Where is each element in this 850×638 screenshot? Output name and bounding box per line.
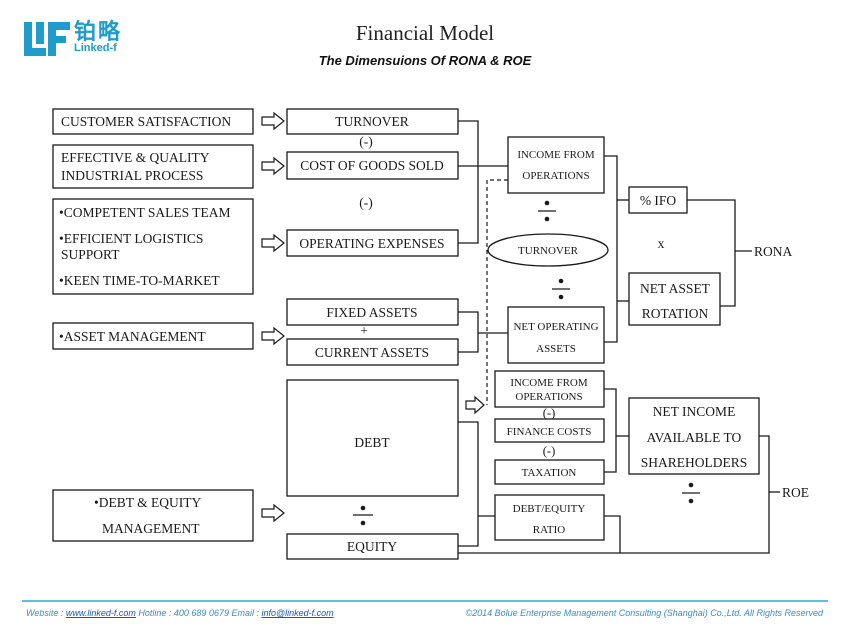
- minus-sign-3: (-): [543, 406, 556, 420]
- ifo2-line1: INCOME FROM: [510, 377, 588, 389]
- driver-asset-management: •ASSET MANAGEMENT: [52, 322, 254, 350]
- turnover-oval-label: TURNOVER: [518, 245, 579, 257]
- minus-sign-2: (-): [359, 195, 373, 210]
- linked-f-logo-icon: [24, 22, 70, 56]
- arrow-icon: [465, 395, 485, 415]
- component-fixed-assets: FIXED ASSETS: [286, 298, 459, 326]
- component-cogs: COST OF GOODS SOLD: [286, 151, 459, 180]
- driver-customer-satisfaction-label: CUSTOMER SATISFACTION: [61, 114, 231, 129]
- driver-debt-equity-line2: MANAGEMENT: [102, 521, 200, 536]
- driver-logistics-line2: SUPPORT: [61, 247, 120, 262]
- component-equity: EQUITY: [286, 533, 459, 560]
- divide-icon: [353, 505, 373, 526]
- logo-chinese-text: 铂略: [74, 20, 123, 45]
- arrow-icon: [261, 112, 285, 130]
- ifo-line2: OPERATIONS: [522, 170, 589, 182]
- taxation-label: TAXATION: [522, 467, 577, 479]
- footer-copyright: ©2014 Bolue Enterprise Management Consul…: [465, 608, 824, 618]
- noa-line2: ASSETS: [536, 343, 576, 355]
- footer-hotline: Hotline : 400 689 0679 Email :: [135, 608, 262, 618]
- finance-costs-label: FINANCE COSTS: [507, 426, 592, 438]
- roe-label: ROE: [782, 485, 809, 500]
- rona-label: RONA: [754, 244, 793, 259]
- middle-income-from-operations: INCOME FROM OPERATIONS: [507, 136, 605, 194]
- footer-divider: [22, 600, 828, 602]
- component-equity-label: EQUITY: [347, 539, 397, 554]
- times-sign: x: [658, 236, 665, 251]
- component-fixed-assets-label: FIXED ASSETS: [326, 305, 417, 320]
- footer-website-link[interactable]: www.linked-f.com: [65, 608, 136, 618]
- component-current-assets-label: CURRENT ASSETS: [315, 345, 429, 360]
- middle-debt-equity-ratio: DEBT/EQUITY RATIO: [494, 494, 605, 541]
- middle-net-operating-assets: NET OPERATING ASSETS: [507, 306, 605, 364]
- arrow-icon: [261, 157, 285, 175]
- de-ratio-line1: DEBT/EQUITY: [513, 503, 586, 515]
- page-title: Financial Model: [355, 21, 495, 45]
- component-current-assets: CURRENT ASSETS: [286, 338, 459, 366]
- driver-sales-team: •COMPETENT SALES TEAM: [59, 205, 231, 220]
- right-net-asset-rotation: NET ASSET ROTATION: [628, 272, 721, 326]
- middle-taxation: TAXATION: [494, 459, 605, 485]
- page-subtitle: The Dimensuions Of RONA & ROE: [318, 53, 532, 68]
- de-ratio-line2: RATIO: [533, 524, 565, 536]
- driver-effective-line1: EFFECTIVE & QUALITY: [61, 150, 210, 165]
- footer-contact: Website : www.linked-f.com Hotline : 400…: [26, 608, 334, 618]
- footer-email-link[interactable]: info@linked-f.com: [261, 608, 334, 618]
- component-opex-label: OPERATING EXPENSES: [299, 236, 444, 251]
- minus-sign-1: (-): [359, 134, 373, 149]
- arrow-icon: [261, 234, 285, 252]
- noa-line1: NET OPERATING: [513, 321, 598, 333]
- ni-line1: NET INCOME: [653, 404, 736, 419]
- minus-sign-4: (-): [543, 444, 556, 458]
- component-turnover-label: TURNOVER: [335, 114, 409, 129]
- right-net-income-shareholders: NET INCOME AVAILABLE TO SHAREHOLDERS: [628, 397, 760, 475]
- driver-debt-equity-line1: •DEBT & EQUITY: [94, 495, 201, 510]
- driver-sales-logistics: •COMPETENT SALES TEAM •EFFICIENT LOGISTI…: [52, 198, 254, 295]
- divide-icon: [538, 200, 556, 222]
- driver-time-to-market: •KEEN TIME-TO-MARKET: [59, 273, 220, 288]
- divide-icon: [552, 278, 570, 300]
- divide-icon: [682, 482, 700, 504]
- component-debt: DEBT: [286, 379, 459, 497]
- component-cogs-label: COST OF GOODS SOLD: [300, 158, 444, 173]
- driver-asset-management-label: •ASSET MANAGEMENT: [59, 329, 206, 344]
- arrow-icon: [261, 327, 285, 345]
- nar-line1: NET ASSET: [640, 281, 711, 296]
- driver-logistics-line1: •EFFICIENT LOGISTICS: [59, 231, 203, 246]
- ifo2-line2: OPERATIONS: [515, 391, 582, 403]
- driver-effective-line2: INDUSTRIAL PROCESS: [61, 168, 203, 183]
- ni-line3: SHAREHOLDERS: [641, 455, 748, 470]
- component-debt-label: DEBT: [354, 435, 390, 450]
- driver-debt-equity: •DEBT & EQUITY MANAGEMENT: [52, 489, 254, 542]
- nar-line2: ROTATION: [642, 306, 709, 321]
- driver-effective-process: EFFECTIVE & QUALITY INDUSTRIAL PROCESS: [52, 144, 254, 189]
- ifo-line1: INCOME FROM: [517, 149, 595, 161]
- component-turnover: TURNOVER: [286, 108, 459, 135]
- arrow-icon: [261, 504, 285, 522]
- component-opex: OPERATING EXPENSES: [286, 229, 459, 257]
- ni-line2: AVAILABLE TO: [647, 430, 742, 445]
- middle-turnover-oval: TURNOVER: [487, 233, 609, 267]
- right-pct-ifo: % IFO: [628, 186, 688, 214]
- middle-finance-costs: FINANCE COSTS: [494, 418, 605, 443]
- logo-english-text: Linked-f: [74, 42, 117, 54]
- pct-ifo-label: % IFO: [640, 193, 677, 208]
- middle-income-from-operations-2: INCOME FROM OPERATIONS: [494, 370, 605, 408]
- driver-customer-satisfaction: CUSTOMER SATISFACTION: [52, 108, 254, 135]
- plus-sign: +: [360, 323, 368, 338]
- footer-website-label: Website :: [26, 608, 66, 618]
